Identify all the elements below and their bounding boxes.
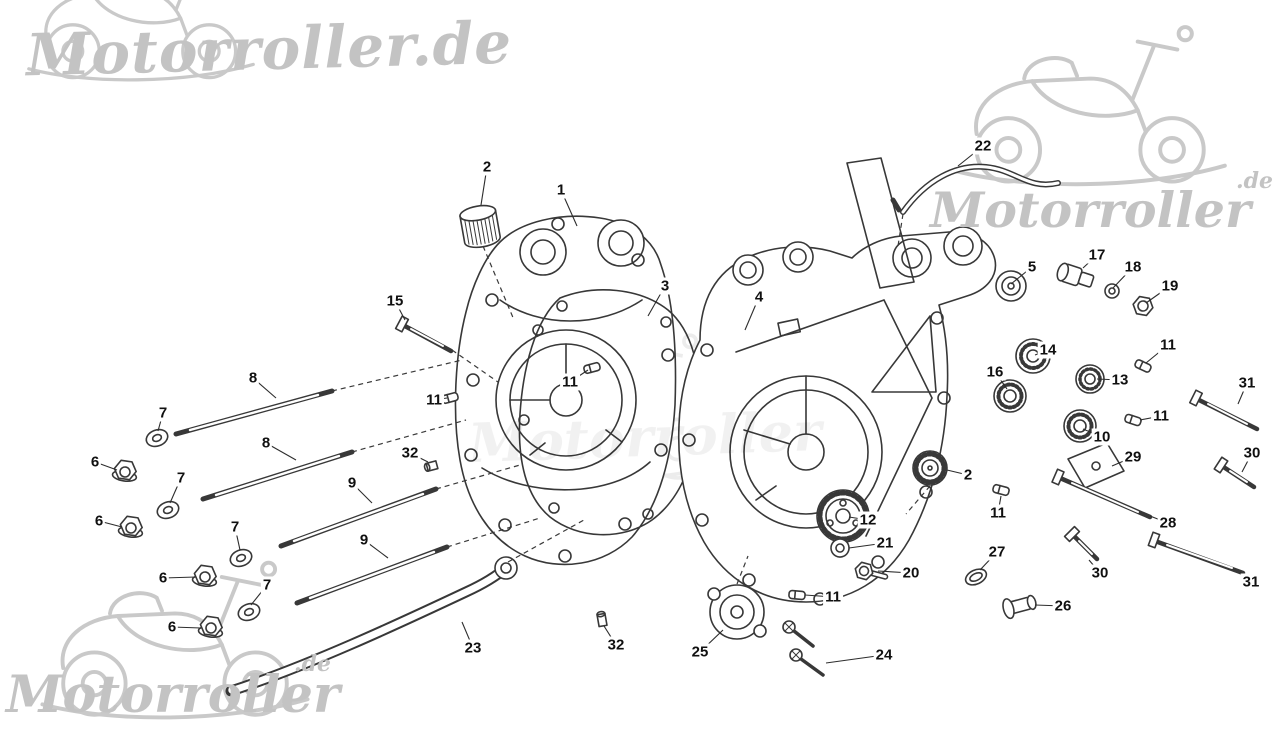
part-4-crankcase-right xyxy=(677,226,997,606)
part-23-chain-guide xyxy=(225,556,518,697)
part-30-bolt-top xyxy=(1213,456,1257,490)
scooter-sketch-icon xyxy=(40,560,310,720)
part-30-bolt-bottom xyxy=(1063,525,1100,562)
part-22-breather-hose xyxy=(846,157,1061,289)
part-15-bolt xyxy=(394,315,454,354)
part-10-bearing xyxy=(1063,409,1097,443)
part-24-screws xyxy=(782,620,825,677)
scooter-sketch-icon xyxy=(27,0,255,82)
part-9-studs xyxy=(278,486,450,606)
part-18-washer xyxy=(1104,283,1120,299)
part-29-bracket xyxy=(1067,442,1125,489)
part-26-plug xyxy=(1002,594,1037,620)
assembly-dashed-lines xyxy=(331,213,931,585)
part-31-bolt-top xyxy=(1188,389,1260,432)
part-31-bolt-bottom xyxy=(1147,531,1246,576)
part-21-washer xyxy=(830,538,850,558)
scooter-sketch-icon xyxy=(953,25,1227,187)
part-14-bearing xyxy=(1015,338,1051,374)
part-7-washers xyxy=(145,428,261,622)
part-28-bolt xyxy=(1051,468,1153,520)
engine-drawing xyxy=(111,157,1260,697)
part-32-plugs xyxy=(423,460,608,628)
part-6-nuts xyxy=(111,459,224,638)
part-2-filter-cap-right xyxy=(912,450,948,486)
part-16-bearing xyxy=(993,379,1027,413)
part-20-bolt xyxy=(854,561,889,581)
part-2-filter-cap-top xyxy=(459,204,501,249)
part-25-cover xyxy=(707,584,767,640)
part-8-studs xyxy=(173,388,355,502)
part-27-o-ring xyxy=(964,568,988,586)
part-19-nut xyxy=(1132,295,1154,317)
part-12-gear xyxy=(816,489,870,543)
part-17-shaft xyxy=(1056,262,1095,288)
